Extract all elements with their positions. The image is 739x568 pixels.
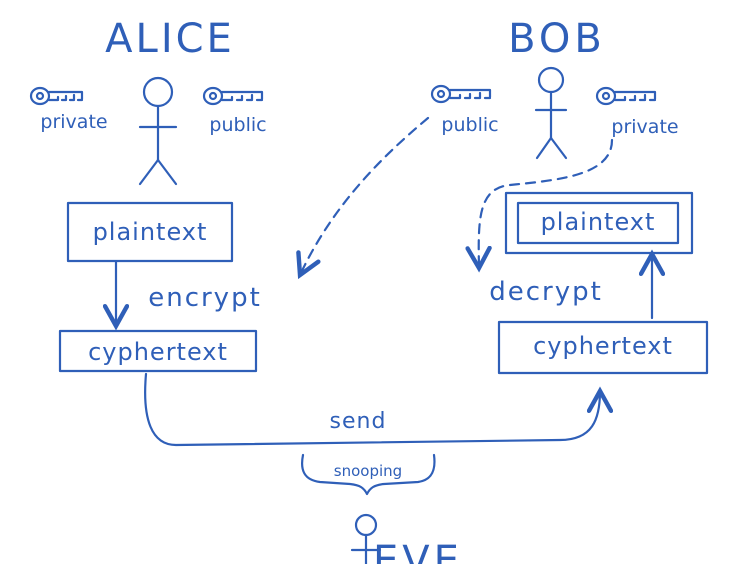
bob-private-key-to-decrypt-arrow-icon: [479, 138, 614, 268]
bob-cyphertext-box: [497, 320, 709, 375]
bob-plaintext-outer-box: [504, 191, 694, 255]
alice-encrypt-label: encrypt: [148, 283, 262, 313]
bob-public-key-label: public: [441, 114, 498, 136]
bob-public-key-icon: [430, 84, 492, 104]
snooping-label: snooping: [334, 462, 402, 480]
snooping-brace: [301, 453, 436, 496]
alice-private-key-label: private: [40, 111, 107, 133]
bob-public-key-to-encrypt-arrow-icon: [300, 116, 430, 275]
bob-private-key-icon: [595, 86, 657, 106]
alice-plaintext-label: plaintext: [93, 218, 208, 246]
send-channel-arrow-icon: [144, 372, 600, 447]
eve-name: EVE: [373, 538, 463, 564]
alice-public-key-label: public: [209, 114, 266, 136]
bob-decrypt-label: decrypt: [489, 277, 603, 307]
alice-cyphertext-box: [58, 329, 258, 373]
bob-name: BOB: [508, 16, 606, 62]
bob-plaintext-label: plaintext: [541, 208, 656, 236]
eve-stick-figure-icon: [350, 513, 382, 566]
bob-cyphertext-label: cyphertext: [533, 332, 673, 360]
bob-private-key-label: private: [611, 116, 678, 138]
alice-plaintext-box: [66, 201, 234, 263]
send-label: send: [330, 409, 387, 434]
alice-stick-figure-icon: [138, 76, 178, 186]
alice-cyphertext-label: cyphertext: [88, 338, 228, 366]
alice-name: ALICE: [105, 16, 235, 62]
bob-plaintext-inner-box: [516, 201, 680, 245]
alice-private-key-icon: [29, 86, 84, 106]
bob-stick-figure-icon: [534, 66, 568, 160]
alice-public-key-icon: [202, 86, 264, 106]
